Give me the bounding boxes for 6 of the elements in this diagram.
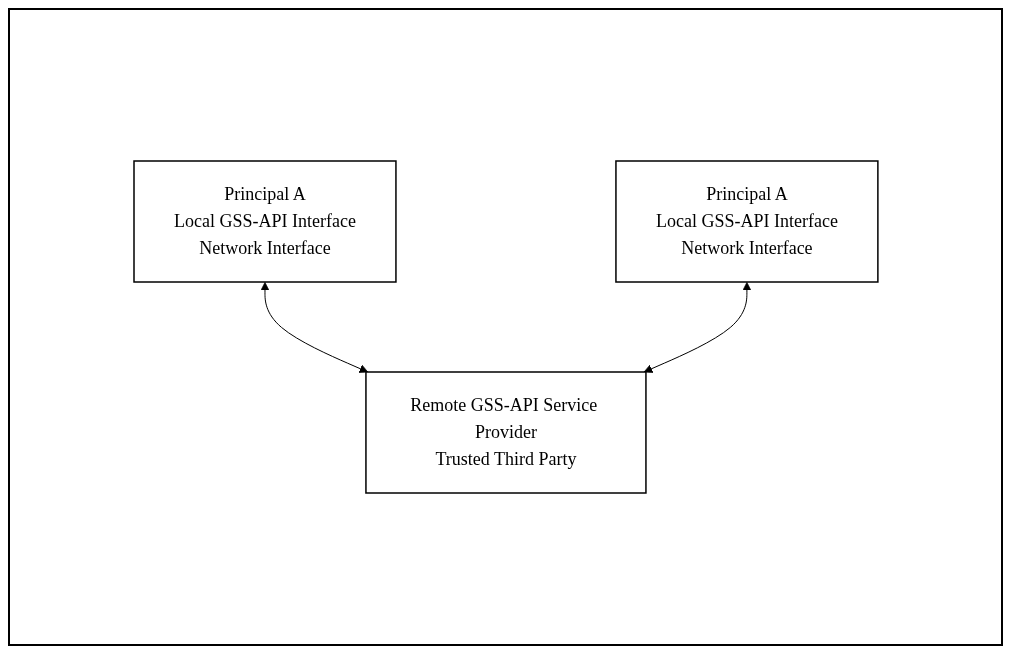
node-box bbox=[132, 160, 397, 283]
node-box bbox=[364, 371, 647, 494]
frame-border: Principal A Local GSS-API Interface Network Interface Principal A Local GSS-API Interface Network Interface Remote GSS-API Service Provider Trusted Third Party bbox=[8, 8, 1003, 646]
arrow bbox=[643, 282, 751, 373]
node-box bbox=[614, 160, 879, 283]
arrow bbox=[260, 282, 368, 373]
